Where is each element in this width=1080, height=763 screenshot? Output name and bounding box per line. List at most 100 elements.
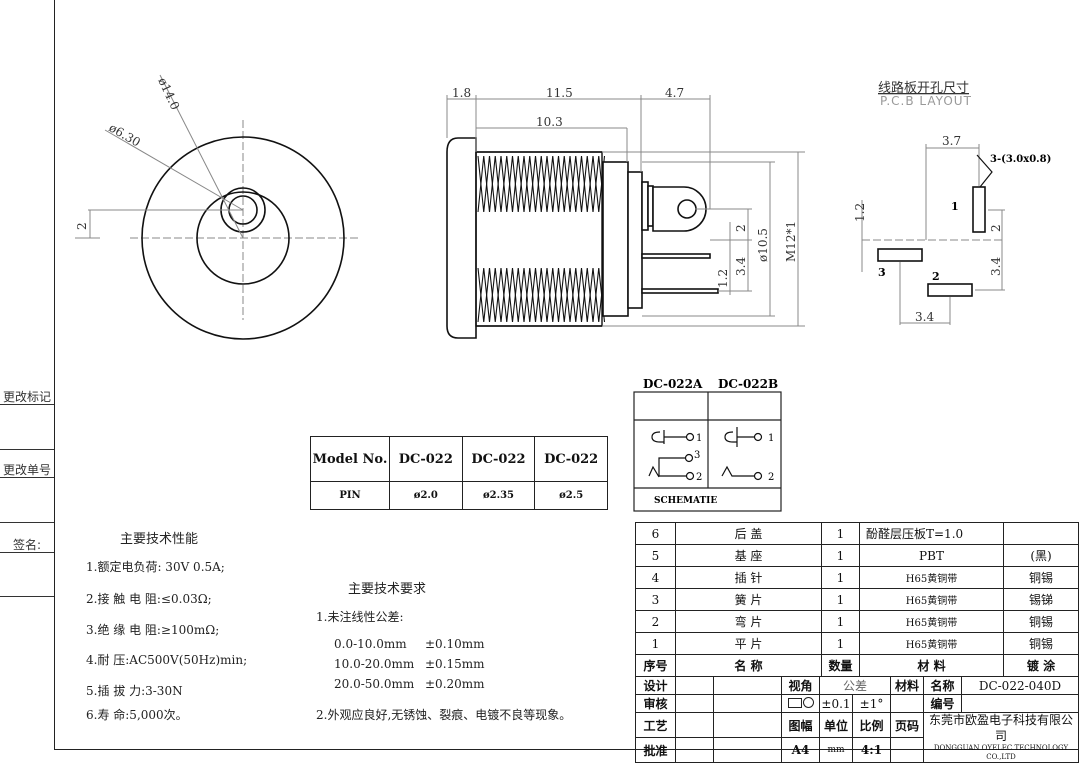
spec-item: 6.寿 命:5,000次。 [86, 708, 188, 722]
bom-cell: 平 片 [675, 632, 822, 655]
model-cell: DC-022 [389, 436, 463, 482]
bom-header-cell: 材 料 [859, 654, 1004, 677]
name-label: 名称 [923, 676, 962, 695]
unit-value: mm [819, 737, 853, 763]
side-view: 1.8 11.5 10.3 4.7 2 3.4 1.2 ø10.5 M12*1 [446, 86, 805, 339]
model-cell: DC-022 [461, 436, 536, 482]
jack-symbol [651, 430, 686, 444]
company-name-en: DONGGUAN OYELEC TECHNOLOGY CO.,LTD [933, 744, 1069, 762]
bom-cell: 1 [821, 566, 860, 589]
review-label: 审核 [635, 694, 676, 713]
review-value [675, 694, 714, 713]
tolerance-range: 10.0-20.0mm [334, 657, 415, 671]
bom-header-cell: 名 称 [675, 654, 822, 677]
bom-cell: 1 [821, 522, 860, 545]
divider [0, 596, 54, 597]
dim-left: 1.2 [853, 203, 867, 222]
pin-label-1: 1 [951, 200, 959, 213]
bom-cell: PBT [859, 544, 1004, 567]
bom-header-cell: 数量 [821, 654, 860, 677]
projection-symbol [781, 694, 820, 713]
pcb-hole-1 [972, 186, 986, 233]
spec-item: 2.接 触 电 阻:≤0.03Ω; [86, 592, 212, 606]
dim-right-upper: 2 [989, 224, 1003, 232]
divider [0, 477, 54, 478]
terminal [685, 471, 695, 481]
model-header: Model No. [310, 436, 390, 482]
pcb-title-en: P.C.B LAYOUT [880, 94, 972, 108]
bom-cell: 1 [821, 610, 860, 633]
bom-cell: H65黄铜带 [859, 632, 1004, 655]
pin-header: PIN [310, 481, 390, 510]
requirement-item: 2.外观应良好,无锈蚀、裂痕、电镀不良等现象。 [316, 708, 572, 722]
pin-cell: ø2.0 [389, 481, 463, 510]
schematic-col-a: DC-022A [643, 377, 703, 391]
approve-date [713, 737, 782, 763]
outer-circle [141, 136, 345, 340]
dim-pin-offset: 1.2 [716, 269, 730, 288]
tolerance-value: ±0.10mm [425, 637, 485, 651]
angle-tolerance: ±1° [852, 694, 891, 713]
leader-line [104, 129, 244, 211]
spec-item: 1.额定电负荷: 30V 0.5A; [86, 560, 225, 574]
terminal-label: 2 [768, 472, 774, 483]
sheet-size-label: 图幅 [781, 711, 820, 739]
bom-cell: 酚醛层压板T=1.0 [859, 522, 1004, 545]
dim-right-lower: 3.4 [989, 257, 1003, 276]
bom-cell: 基 座 [675, 544, 822, 567]
pcb-title-cn: 线路板开孔尺寸 [878, 80, 969, 96]
unit-label: 单位 [819, 711, 853, 739]
dim-offset: 2 [75, 222, 89, 230]
spec-item: 5.插 拔 力:3-30N [86, 684, 183, 698]
material-label: 材料 [890, 676, 924, 695]
dim-diameter: ø10.5 [756, 228, 770, 262]
bom-cell: H65黄铜带 [859, 610, 1004, 633]
leader-line [159, 74, 244, 239]
dim-lug: 4.7 [665, 86, 684, 100]
bom-cell: 后 盖 [675, 522, 822, 545]
bom-header-cell: 镀 涂 [1003, 654, 1079, 677]
pin-cell: ø2.35 [461, 481, 536, 510]
approve-label: 批准 [635, 737, 676, 763]
terminal [753, 432, 763, 442]
model-cell: DC-022 [534, 436, 608, 482]
middle-circle [196, 191, 290, 285]
design-value [675, 676, 714, 695]
thread-line [477, 155, 606, 213]
requirements-title: 主要技术要求 [348, 582, 427, 597]
pcb-layout: 线路板开孔尺寸 P.C.B LAYOUT 3.7 3-(3.0x0.8) 1 3… [853, 80, 1051, 325]
divider [0, 552, 54, 553]
lug-neck [641, 181, 649, 231]
number-label: 编号 [923, 694, 962, 713]
base-block [602, 161, 629, 317]
switch-symbol [721, 465, 754, 477]
jack-symbol [724, 427, 754, 447]
sheet-size: A4 [781, 737, 820, 763]
bom-cell: 1 [821, 588, 860, 611]
terminal-label: 2 [696, 472, 702, 483]
terminal-label: 1 [696, 433, 702, 444]
dim-body: 11.5 [546, 86, 573, 100]
review-date [713, 694, 782, 713]
process-date [713, 711, 782, 739]
bom-cell: 1 [821, 544, 860, 567]
spec-item: 3.绝 缘 电 阻:≥100mΩ; [86, 623, 220, 637]
thread-line [477, 155, 606, 213]
bom-cell: 插 针 [675, 566, 822, 589]
bom-cell [1003, 522, 1079, 545]
terminal-label: 1 [768, 433, 774, 444]
front-view: ø14.0 ø6.30 2 [75, 74, 360, 340]
dim-flange: 1.8 [452, 86, 471, 100]
flange [446, 137, 477, 339]
bom-header: 序号名 称数量材 料镀 涂 [635, 654, 1079, 677]
dim-thread-spec: M12*1 [784, 221, 798, 262]
requirement-item: 1.未注线性公差: [316, 610, 404, 624]
bom-cell: 簧 片 [675, 588, 822, 611]
bom-cell: 5 [635, 544, 676, 567]
